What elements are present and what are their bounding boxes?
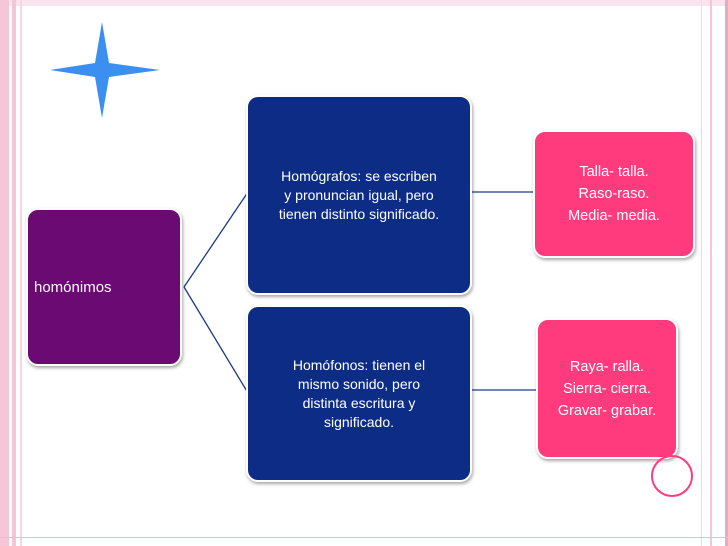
connector-root-branch-2: [183, 286, 249, 394]
top-decorative-band: [0, 0, 728, 6]
branch-line: distinta escritura y: [302, 394, 416, 411]
example-item: Talla- talla.: [579, 164, 649, 180]
branch-line: significado.: [323, 413, 395, 430]
example-item: Raya- ralla.: [569, 358, 645, 375]
right-stripe: [725, 0, 728, 546]
branch-line: y pronuncian igual, pero: [284, 186, 434, 203]
bottom-rule: [0, 537, 728, 538]
right-stripe: [701, 0, 702, 546]
example-item: Media- media.: [568, 208, 660, 224]
example-item: Sierra- cierra.: [563, 380, 651, 397]
four-point-star-icon: [50, 22, 160, 118]
root-node: homónimos: [26, 208, 182, 366]
example-item: Raso-raso.: [578, 186, 650, 202]
example-item: Gravar- grabar.: [557, 402, 657, 419]
branch-line: Homófonos: tienen el: [292, 356, 426, 373]
connector-root-branch-1: [183, 191, 249, 288]
examples-node-homofonos: Raya- ralla. Sierra- cierra. Gravar- gra…: [536, 318, 678, 459]
branch-line: mismo sonido, pero: [297, 375, 421, 392]
examples-node-homografos: Talla- talla. Raso-raso. Media- media.: [533, 130, 695, 258]
branch-line: Homógrafos: se escriben: [281, 167, 437, 184]
ring-icon: [651, 455, 693, 497]
branch-node-homofonos: Homófonos: tienen el mismo sonido, pero …: [246, 305, 472, 482]
branch-line: tienen distinto significado.: [278, 205, 440, 222]
right-stripe: [710, 0, 712, 546]
root-label: homónimos: [34, 278, 112, 296]
left-stripe: [20, 0, 22, 546]
left-stripe: [0, 0, 9, 546]
branch-node-homografos: Homógrafos: se escriben y pronuncian igu…: [246, 95, 472, 295]
left-stripe: [12, 0, 16, 546]
